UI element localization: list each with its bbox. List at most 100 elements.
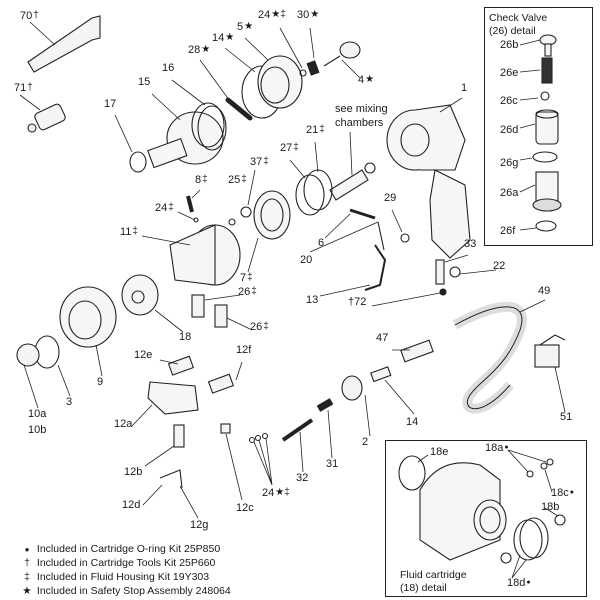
- callout-number: 49: [538, 285, 551, 297]
- callout-31: 31: [326, 458, 338, 470]
- callout-number: 33: [464, 238, 477, 250]
- callout-number: 24: [262, 487, 275, 499]
- fluid-cartridge-detail-box: [385, 440, 587, 597]
- part-5-nut: [257, 55, 303, 109]
- kit-symbol-icon: ★: [310, 9, 320, 20]
- callout-11: 11‡: [120, 226, 138, 238]
- legend-text: Included in Cartridge O-ring Kit 25P850: [36, 543, 221, 555]
- callout-number: 6: [318, 237, 325, 249]
- callout-number: 24: [155, 202, 168, 214]
- callout-18a: 18a●: [485, 442, 509, 454]
- kit-symbol-icon: †: [27, 82, 33, 93]
- callout-number: 14: [406, 416, 419, 428]
- callout-10b: 10b: [28, 424, 46, 436]
- callout-10a: 10a: [28, 408, 46, 420]
- part-16-oring: [191, 102, 225, 148]
- check-valve-detail-box: [484, 7, 593, 246]
- callout-26e: 26e: [500, 67, 519, 79]
- kit-symbol-icon: †: [33, 10, 39, 21]
- callout-49: 49: [538, 285, 550, 297]
- callout-number: 2: [362, 436, 369, 448]
- callout-14: 14: [406, 416, 418, 428]
- callout-number: 22: [493, 260, 506, 272]
- callout-number: 17: [104, 98, 117, 110]
- callout-26: 26‡: [250, 321, 269, 333]
- callout-70: 70†: [20, 10, 39, 22]
- part-17-oring: [129, 151, 147, 173]
- kit-symbol-icon: ‡: [251, 286, 257, 297]
- bullet-icon: ●: [24, 545, 30, 554]
- callout-number: 51: [560, 411, 573, 423]
- callout-26d: 26d: [500, 124, 519, 136]
- callout-71: 71†: [14, 82, 33, 94]
- callout-1: 1: [461, 82, 467, 94]
- part-14-fitting: [370, 366, 392, 383]
- callout-number: 1: [461, 82, 468, 94]
- callout-number: 12a: [114, 418, 133, 430]
- kit-symbol-icon: ‡: [319, 124, 325, 135]
- kit-symbol-icon: ‡: [263, 156, 269, 167]
- callout-18d: 18d●: [507, 577, 531, 589]
- callout-2: 2: [362, 436, 368, 448]
- kit-symbol-icon: ‡: [247, 272, 253, 283]
- callout-13: 13: [306, 294, 318, 306]
- double-dagger-icon: ‡: [24, 571, 30, 583]
- part-20-trigger-link: [377, 221, 385, 251]
- mixing-chambers-note-line1: see mixing: [335, 103, 388, 115]
- part-11-fluid-housing: [169, 224, 241, 286]
- legend-text: Included in Safety Stop Assembly 248064: [36, 585, 231, 597]
- callout-5: 5★: [237, 21, 253, 33]
- callout-12d: 12d: [122, 499, 140, 511]
- callout-4: 4★: [358, 74, 374, 86]
- part-24-ball: [299, 69, 307, 77]
- callout-number: 29: [384, 192, 397, 204]
- callout-number: 31: [326, 458, 339, 470]
- part-70-wrench: [27, 15, 101, 73]
- check-valve-art: [519, 34, 562, 232]
- callout-number: 26: [250, 321, 263, 333]
- part-37: [240, 206, 252, 218]
- kit-symbol-icon: ‡: [293, 142, 299, 153]
- callout-18e: 18e: [430, 446, 449, 458]
- callout-number: 5: [237, 21, 244, 33]
- part-2-nut: [341, 375, 363, 401]
- callout-number: 10a: [28, 408, 47, 420]
- kit-symbol-icon: ‡: [202, 174, 208, 185]
- part-29-screw: [400, 233, 410, 243]
- callout-number: 47: [376, 332, 389, 344]
- mixing-chambers-note-line2: chambers: [335, 117, 384, 129]
- callout-12a: 12a: [114, 418, 132, 430]
- callout-12g: 12g: [190, 519, 208, 531]
- fluid-cartridge-title: Fluid cartridge: [400, 569, 467, 581]
- callout-number: 30: [297, 9, 310, 21]
- callout-12c: 12c: [236, 502, 254, 514]
- part-4-knob: [323, 41, 361, 67]
- callout-8: 8‡: [195, 174, 208, 186]
- part-13-trigger: [364, 244, 387, 291]
- callout-number: 12g: [190, 519, 209, 531]
- part-21-oring: [303, 169, 333, 211]
- callout-15: 15: [138, 76, 150, 88]
- callout-number: 15: [138, 76, 151, 88]
- callout-3: 3: [66, 396, 72, 408]
- callout-16: 16: [162, 62, 174, 74]
- part-8: [186, 195, 194, 213]
- callout-number: 4: [358, 74, 365, 86]
- part-7-nut: [253, 190, 291, 240]
- kit-symbol-icon: ‡: [263, 321, 269, 332]
- callout-18c: 18c●: [551, 487, 574, 499]
- callout-number: 9: [97, 376, 104, 388]
- legend-item-tools-kit: † Included in Cartridge Tools Kit 25P660: [20, 557, 215, 569]
- part-1-gun-body: [386, 104, 471, 259]
- kit-symbol-icon: ★: [201, 44, 211, 55]
- callout-number: 26: [238, 286, 251, 298]
- callout-number: 11: [120, 226, 132, 238]
- part-47-coupler: [400, 339, 434, 363]
- callout-number: 70: [20, 10, 33, 22]
- callout-14: 14★: [212, 32, 234, 44]
- legend-item-oring-kit: ● Included in Cartridge O-ring Kit 25P85…: [20, 543, 221, 555]
- part-71-tool: [27, 103, 66, 133]
- part-26-valve: [214, 304, 228, 328]
- part-12c: [220, 423, 231, 434]
